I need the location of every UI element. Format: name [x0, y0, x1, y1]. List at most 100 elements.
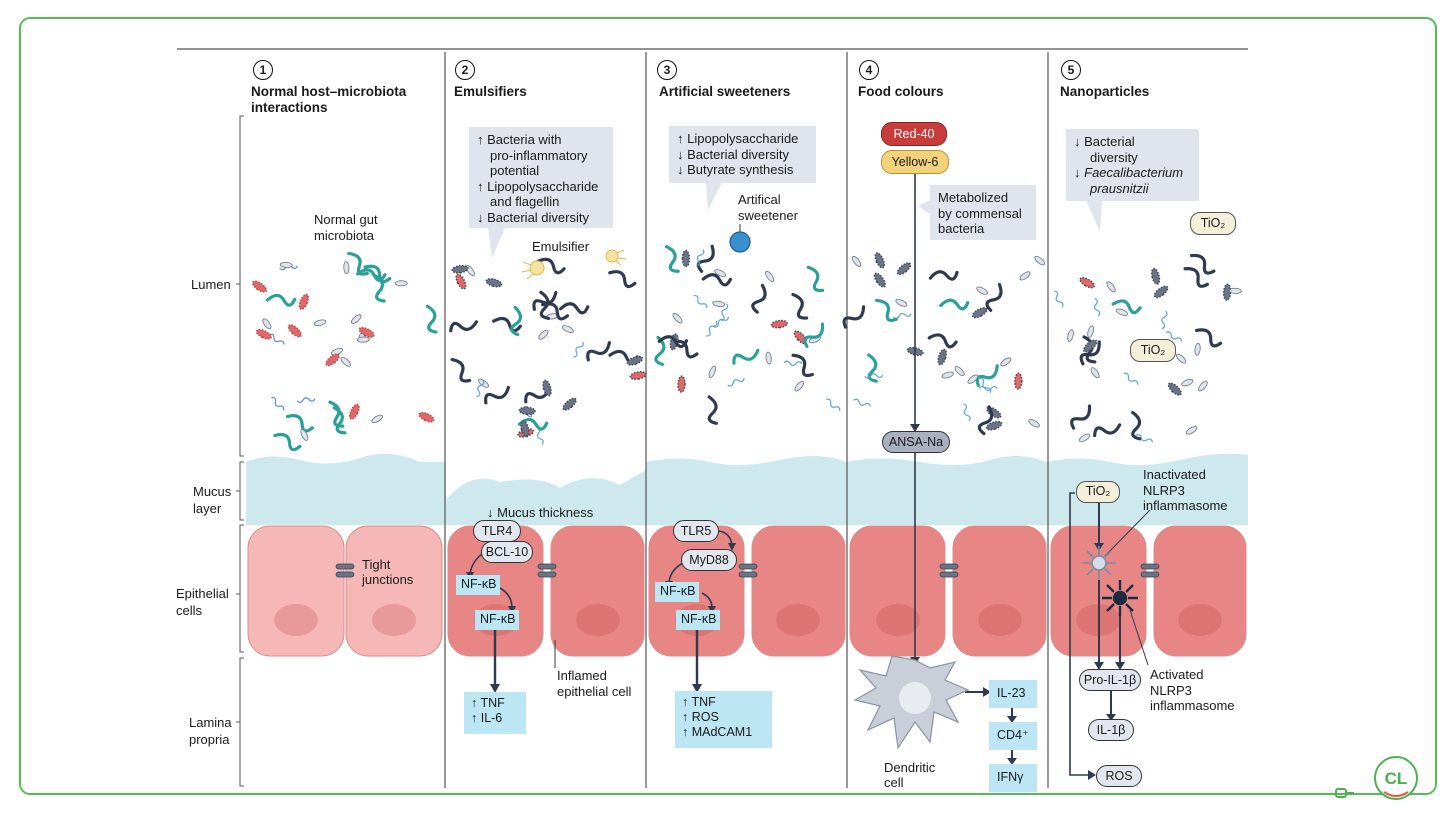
bacterium [449, 320, 479, 333]
bacterium [803, 322, 825, 348]
dendritic-cell-shape [853, 655, 970, 750]
bacterium [279, 261, 293, 268]
inflamed-cell-label: epithelial cell [557, 684, 632, 699]
bacterium [681, 249, 691, 268]
bacterium [510, 305, 523, 337]
inflamed-cell-label: Inflamed [557, 668, 607, 683]
tight-junction [537, 571, 557, 578]
bacterium [1228, 287, 1242, 294]
tight-junction [537, 563, 557, 570]
nucleus [576, 604, 620, 636]
bacterium [363, 264, 392, 284]
region-epithelial: cells [176, 603, 203, 618]
bacterium [520, 420, 530, 438]
bacterium [985, 420, 1003, 431]
sweetener-callout: ↑ Lipopolysaccharide ↓ Bacterial diversi… [669, 126, 816, 183]
bacterium [794, 380, 805, 392]
cd4-box: CD4⁺ [989, 722, 1037, 750]
bacterium [573, 341, 584, 358]
bacterium [985, 282, 1003, 312]
active-inflammasome-label: NLRP3 [1150, 683, 1192, 698]
nucleus [274, 604, 318, 636]
food-colour-callout: Metabolized by commensal bacteria [930, 185, 1036, 240]
myd88-pill: MyD88 [681, 549, 737, 571]
bracket-lamina [239, 657, 244, 787]
dendritic-label: Dendritic [884, 760, 936, 775]
bacterium [976, 286, 988, 295]
nfkb-box: NF-κB [655, 582, 699, 602]
bacterium [853, 398, 872, 407]
callout-tail [488, 228, 505, 258]
inflamed-cell [751, 525, 846, 657]
bacterium [895, 298, 908, 307]
bacterium [977, 405, 994, 436]
bacterium [1165, 331, 1183, 342]
bacterium [791, 292, 809, 320]
bacterium [1034, 255, 1046, 266]
bacterium [928, 270, 959, 281]
bacterium [332, 406, 347, 435]
bracket-epithelial [239, 524, 244, 653]
bacterium [677, 375, 686, 393]
bacterium [1079, 276, 1096, 289]
bacterium [1183, 267, 1209, 288]
bacterium [1185, 426, 1198, 435]
panel-number: 1 [253, 60, 273, 80]
leader-active [1129, 609, 1149, 666]
bacterium [701, 273, 733, 287]
bacterium [542, 379, 552, 397]
active-inflammasome-label: Activated [1150, 667, 1204, 682]
il1b-pill: IL-1β [1088, 719, 1134, 741]
bacterium [348, 403, 360, 420]
arrowhead [692, 684, 702, 693]
bacterium [1054, 290, 1064, 308]
bacterium [751, 283, 767, 314]
emulsifier-callout: ↑ Bacteria with pro-inflammatory potenti… [469, 127, 613, 228]
bacterium [693, 294, 708, 309]
bacterium [654, 335, 666, 366]
region-lamina: propria [189, 732, 230, 747]
svg-text:CL: CL [1385, 769, 1408, 788]
arrowhead [1094, 662, 1104, 670]
bacterium [971, 307, 988, 319]
bacterium [608, 270, 637, 289]
bacterium [875, 298, 898, 322]
panel-title: Emulsifiers [454, 84, 527, 99]
bacterium [864, 373, 884, 379]
bacterium [672, 313, 683, 324]
tight-junction-label: Tight [362, 557, 391, 572]
inflamed-cell [952, 525, 1047, 657]
bacterium [356, 336, 370, 343]
region-lumen: Lumen [191, 277, 231, 292]
nfkb-box: NF-κB [475, 610, 519, 630]
bacteria-population [251, 244, 1242, 452]
nanoparticle-callout: ↓ Bacterial diversity ↓ Faecalibacterium… [1066, 129, 1199, 201]
bacterium [806, 265, 825, 293]
bacterium [1067, 329, 1074, 342]
arrowhead [1088, 770, 1096, 780]
bacterium [343, 261, 350, 275]
ansa-pill: ANSA-Na [882, 431, 950, 453]
bacterium [394, 280, 408, 287]
panel-title: Nanoparticles [1060, 84, 1150, 99]
bacterium [532, 290, 558, 311]
region-lamina: Lamina [189, 715, 232, 730]
bacterium [1000, 357, 1012, 367]
emulsifier-label: Emulsifier [532, 239, 590, 254]
bacterium [524, 386, 551, 404]
bacterium [1078, 433, 1091, 443]
bacterium [770, 319, 788, 329]
inflamed-cell [849, 525, 946, 657]
bacterium [325, 353, 340, 367]
bacterium [708, 365, 717, 378]
callout-tail [706, 182, 722, 210]
plug-icon [1335, 788, 1354, 798]
bacterium [450, 357, 472, 383]
bacterium [657, 335, 689, 349]
bacterium [485, 278, 503, 288]
bacterium [451, 264, 469, 274]
bacterium [927, 333, 958, 349]
bacterium [1082, 335, 1097, 364]
bacterium [1106, 281, 1116, 293]
arrowhead [1007, 758, 1017, 765]
